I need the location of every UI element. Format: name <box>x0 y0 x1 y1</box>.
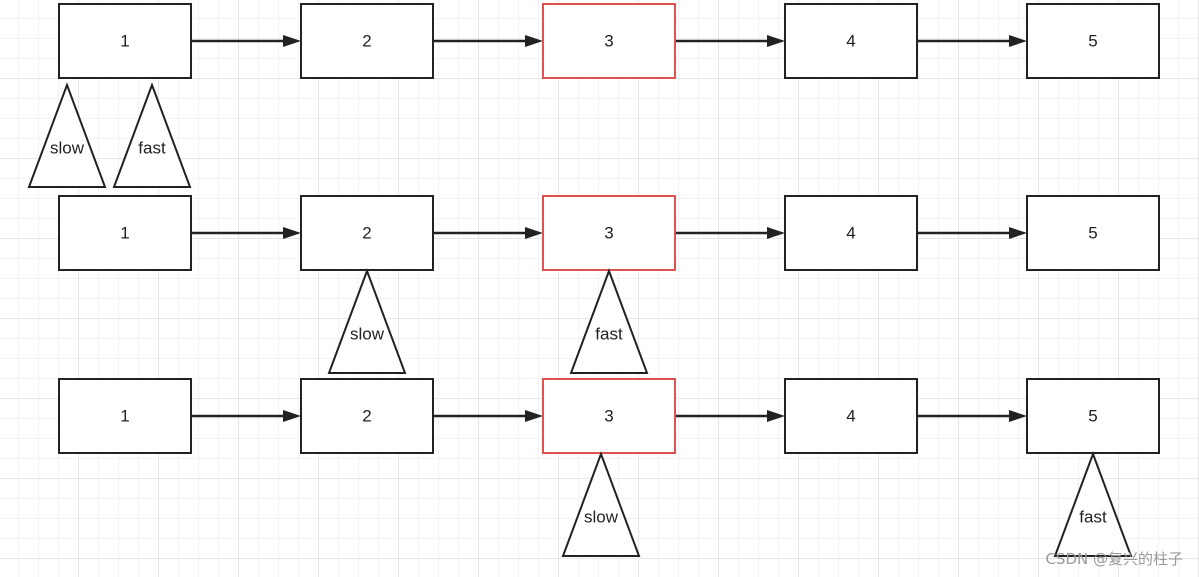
list-node: 3 <box>542 378 676 454</box>
node-box <box>58 195 192 271</box>
node-box-middle <box>542 378 676 454</box>
list-row-1: 1 2 3 4 5 slow fast <box>27 3 1160 188</box>
next-arrow <box>433 227 543 239</box>
node-box <box>300 3 434 79</box>
node-value: 4 <box>846 223 855 242</box>
node-value: 1 <box>120 223 129 242</box>
node-box <box>300 195 434 271</box>
list-node: 4 <box>784 378 918 454</box>
node-value: 2 <box>362 31 371 50</box>
node-box <box>784 378 918 454</box>
pointer-label: fast <box>595 325 623 344</box>
next-arrow <box>917 410 1027 422</box>
next-arrow <box>917 227 1027 239</box>
watermark: CSDN @复兴的柱子 <box>1045 550 1183 568</box>
list-node: 2 <box>300 195 434 271</box>
node-value: 5 <box>1088 31 1097 50</box>
pointer-slow: slow <box>27 82 107 188</box>
next-arrow <box>433 35 543 47</box>
list-node: 3 <box>542 195 676 271</box>
list-row-3: 1 2 3 4 5 slow fast <box>58 378 1160 557</box>
list-node: 5 <box>1026 378 1160 454</box>
node-value: 3 <box>604 223 613 242</box>
next-arrow <box>191 410 301 422</box>
list-node: 4 <box>784 195 918 271</box>
node-box <box>58 378 192 454</box>
node-box <box>1026 195 1160 271</box>
list-node: 4 <box>784 3 918 79</box>
next-arrow <box>675 227 785 239</box>
node-value: 1 <box>120 31 129 50</box>
pointer-label: slow <box>50 139 85 158</box>
pointer-fast: fast <box>569 268 649 374</box>
node-value: 2 <box>362 406 371 425</box>
next-arrow <box>433 410 543 422</box>
node-box <box>784 195 918 271</box>
node-box <box>784 3 918 79</box>
pointer-label: slow <box>584 508 619 527</box>
node-value: 2 <box>362 223 371 242</box>
node-value: 4 <box>846 406 855 425</box>
list-row-2: 1 2 3 4 5 slow fast <box>58 195 1160 374</box>
pointer-fast: fast <box>1053 451 1133 557</box>
list-node: 1 <box>58 195 192 271</box>
node-box-middle <box>542 3 676 79</box>
node-box-middle <box>542 195 676 271</box>
next-arrow <box>191 227 301 239</box>
list-node: 1 <box>58 378 192 454</box>
node-box <box>1026 3 1160 79</box>
list-node: 5 <box>1026 3 1160 79</box>
next-arrow <box>191 35 301 47</box>
node-box <box>300 378 434 454</box>
node-value: 1 <box>120 406 129 425</box>
next-arrow <box>917 35 1027 47</box>
pointer-label: slow <box>350 325 385 344</box>
list-node: 3 <box>542 3 676 79</box>
list-node: 2 <box>300 3 434 79</box>
pointer-label: fast <box>1079 508 1107 527</box>
node-value: 3 <box>604 31 613 50</box>
node-value: 5 <box>1088 406 1097 425</box>
list-node: 1 <box>58 3 192 79</box>
pointer-slow: slow <box>561 451 641 557</box>
pointer-label: fast <box>138 139 166 158</box>
node-value: 5 <box>1088 223 1097 242</box>
list-node: 2 <box>300 378 434 454</box>
node-value: 4 <box>846 31 855 50</box>
node-value: 3 <box>604 406 613 425</box>
list-node: 5 <box>1026 195 1160 271</box>
next-arrow <box>675 410 785 422</box>
next-arrow <box>675 35 785 47</box>
pointer-fast: fast <box>112 82 192 188</box>
pointer-slow: slow <box>327 268 407 374</box>
node-box <box>58 3 192 79</box>
